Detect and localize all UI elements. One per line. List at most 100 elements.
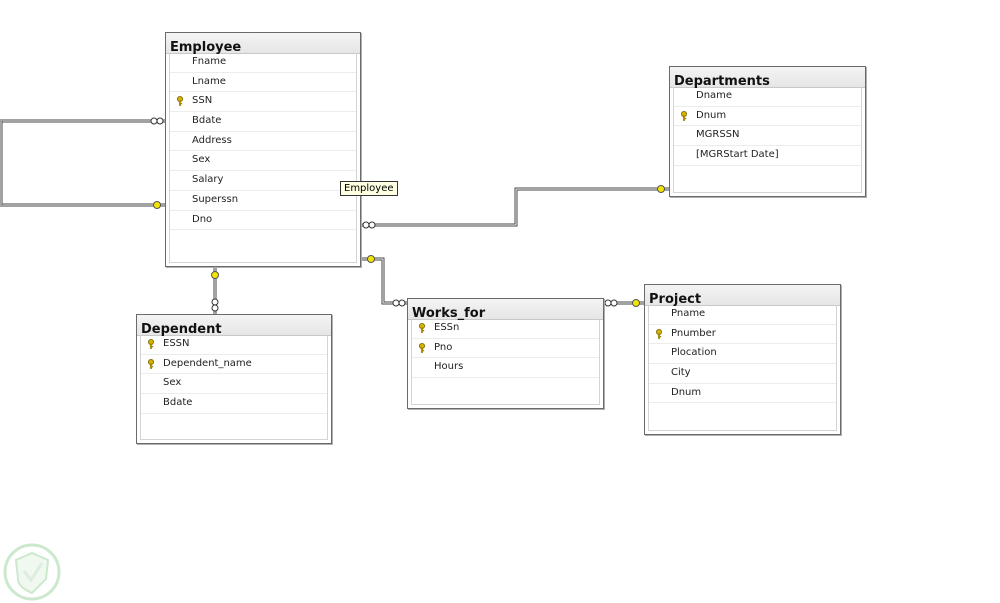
- column-name: Address: [192, 134, 232, 146]
- key-icon: [653, 325, 665, 343]
- employee-self-supervisor-line[interactable]: [0, 119, 165, 207]
- employee-works-for-line[interactable]: [361, 257, 407, 305]
- column-row[interactable]: Sex: [141, 374, 327, 395]
- column-row[interactable]: ESSN: [141, 335, 327, 355]
- works-for-project-one-end-icon: [632, 299, 640, 307]
- key-slot: [653, 364, 665, 382]
- column-row[interactable]: ESSn: [412, 319, 599, 339]
- column-row[interactable]: MGRSSN: [674, 126, 861, 147]
- key-icon: [416, 339, 428, 357]
- key-icon: [174, 92, 186, 110]
- table-title: Employee: [170, 40, 242, 55]
- key-icon: [145, 335, 157, 353]
- column-name: ESSn: [434, 322, 460, 333]
- column-row[interactable]: Dependent_name: [141, 355, 327, 375]
- employee-dependent-many-end-icon: [211, 298, 219, 312]
- column-row[interactable]: [MGRStart Date]: [674, 146, 861, 166]
- column-row[interactable]: Salary: [170, 171, 356, 191]
- column-name: Dnum: [696, 109, 727, 121]
- column-name: Salary: [192, 174, 224, 186]
- table-title: Dependent: [141, 322, 222, 337]
- employee-self-supervisor-many-end-icon: [150, 117, 164, 125]
- works-for-project-many-end-icon: [604, 299, 618, 307]
- key-slot: [174, 211, 186, 229]
- table-header[interactable]: Departments: [670, 67, 865, 89]
- column-name: Fname: [192, 56, 227, 67]
- column-name: Pno: [434, 341, 453, 353]
- column-row[interactable]: Address: [170, 132, 356, 152]
- key-icon: [678, 107, 690, 125]
- key-slot: [678, 146, 690, 164]
- employee-departments-many-end-icon: [362, 221, 376, 229]
- column-row[interactable]: SSN: [170, 92, 356, 113]
- key-slot: [174, 151, 186, 169]
- table-title: Project: [649, 292, 702, 307]
- column-row[interactable]: Dnum: [674, 107, 861, 127]
- column-name: [MGRStart Date]: [696, 149, 779, 161]
- key-slot: [174, 53, 186, 71]
- column-row[interactable]: Pno: [412, 339, 599, 359]
- key-slot: [678, 87, 690, 105]
- column-row[interactable]: Bdate: [141, 394, 327, 414]
- column-row[interactable]: Pnumber: [649, 325, 836, 345]
- table-header[interactable]: Works_for: [408, 299, 603, 321]
- employee-self-supervisor-one-end-icon: [153, 201, 161, 209]
- column-row[interactable]: Superssn: [170, 191, 356, 211]
- column-name: Sex: [163, 377, 182, 389]
- key-slot: [174, 132, 186, 150]
- key-icon: [145, 355, 157, 373]
- key-slot: [653, 384, 665, 402]
- key-icon: [416, 319, 428, 337]
- column-row[interactable]: Pname: [649, 305, 836, 325]
- employee-works-for-one-end-icon: [367, 255, 375, 263]
- column-name: Plocation: [671, 347, 717, 359]
- column-name: ESSN: [163, 338, 190, 349]
- column-name: City: [671, 367, 691, 379]
- column-row[interactable]: Dnum: [649, 384, 836, 404]
- column-row[interactable]: Dno: [170, 211, 356, 231]
- column-name: Sex: [192, 154, 211, 166]
- column-name: MGRSSN: [696, 129, 740, 141]
- column-row[interactable]: Hours: [412, 358, 599, 379]
- column-name: Lname: [192, 75, 226, 87]
- table-header[interactable]: Project: [645, 285, 840, 307]
- shield-watermark-icon: [3, 543, 61, 601]
- column-name: Hours: [434, 361, 464, 373]
- column-row[interactable]: Fname: [170, 53, 356, 73]
- key-slot: [174, 191, 186, 209]
- column-row[interactable]: Bdate: [170, 112, 356, 132]
- column-row[interactable]: Plocation: [649, 344, 836, 365]
- column-name: Superssn: [192, 193, 239, 205]
- table-title: Works_for: [412, 306, 486, 321]
- table-header[interactable]: Dependent: [137, 315, 331, 337]
- table-header[interactable]: Employee: [166, 33, 360, 55]
- column-row[interactable]: Lname: [170, 73, 356, 93]
- tooltip: Employee: [340, 181, 398, 196]
- column-name: Bdate: [163, 397, 193, 409]
- column-row[interactable]: City: [649, 364, 836, 384]
- column-row[interactable]: Dname: [674, 87, 861, 107]
- employee-works-for-many-end-icon: [392, 299, 406, 307]
- table-title: Departments: [674, 74, 770, 89]
- column-name: SSN: [192, 95, 213, 107]
- key-slot: [174, 171, 186, 189]
- key-slot: [416, 358, 428, 376]
- key-slot: [653, 305, 665, 323]
- column-row[interactable]: Sex: [170, 151, 356, 172]
- employee-departments-line[interactable]: [361, 187, 669, 227]
- employee-departments-one-end-icon: [657, 185, 665, 193]
- key-slot: [174, 112, 186, 130]
- column-name: Pnumber: [671, 327, 716, 339]
- column-name: Dnum: [671, 386, 702, 398]
- column-name: Dno: [192, 213, 213, 225]
